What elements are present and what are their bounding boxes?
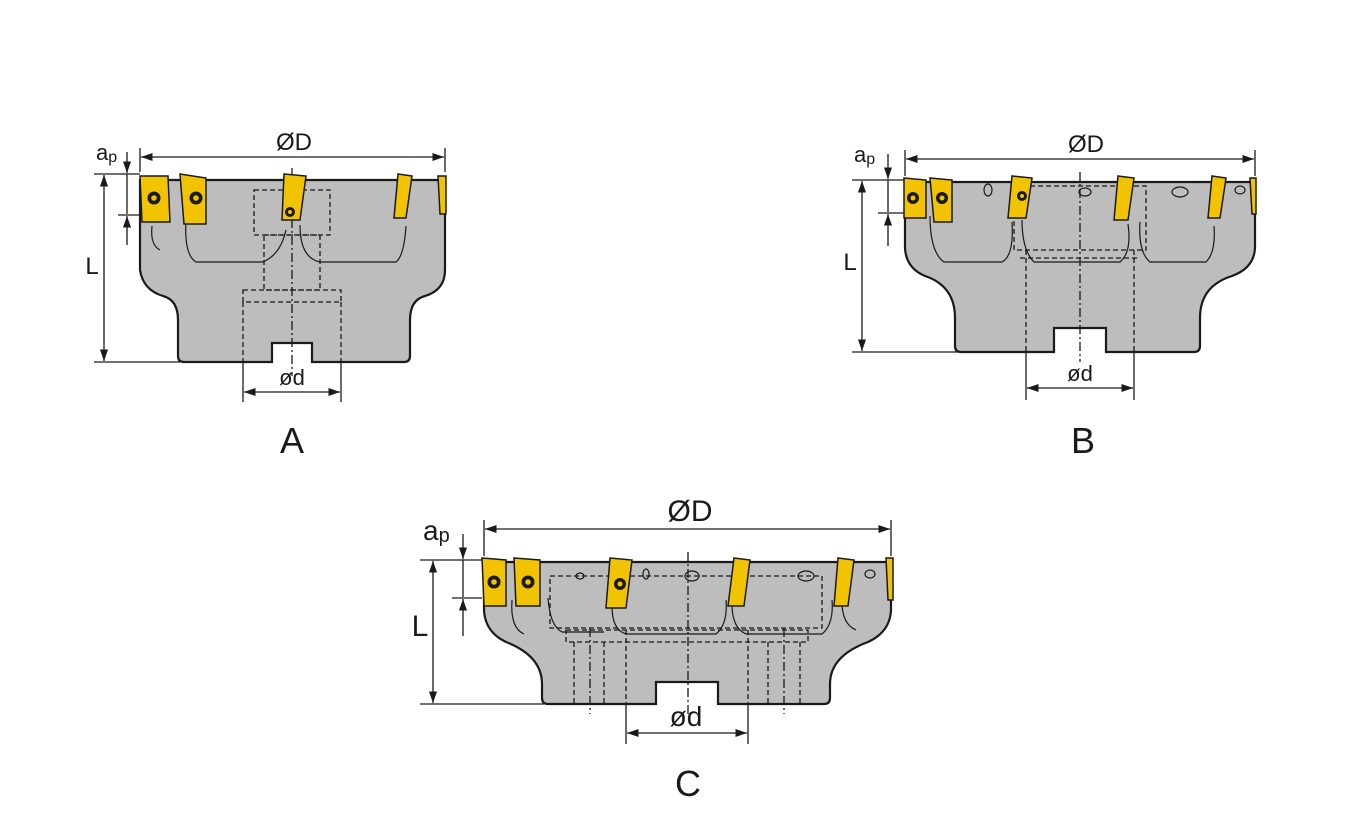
view-b-cutter-body xyxy=(903,180,1257,354)
view-c-depth-label: ap xyxy=(423,515,450,547)
view-a-flute xyxy=(151,225,161,251)
view-c-insert xyxy=(885,557,894,601)
view-b-caption: B xyxy=(1071,420,1095,461)
view-a: ØD L ap ød A xyxy=(85,129,447,461)
view-b-bore-label: ød xyxy=(1067,361,1093,386)
view-b-height-label: L xyxy=(843,249,856,276)
view-a-insert xyxy=(281,173,307,221)
view-b-flute xyxy=(929,215,1013,263)
view-c-coolant-hole xyxy=(864,569,876,579)
view-b-insert xyxy=(1007,175,1033,219)
view-b-coolant-hole xyxy=(983,183,993,197)
view-c-insert xyxy=(605,557,633,609)
view-a-flute xyxy=(185,219,287,263)
view-a-depth-label: ap xyxy=(96,140,117,166)
view-c-insert xyxy=(727,557,751,607)
view-c-insert xyxy=(481,557,507,607)
view-a-insert xyxy=(139,175,171,223)
view-c-caption: C xyxy=(675,763,701,804)
view-a-flute xyxy=(299,224,407,263)
view-c-insert xyxy=(833,557,855,607)
view-c-diameter-label: ØD xyxy=(668,495,713,528)
view-c-flute xyxy=(547,597,604,633)
view-b-insert xyxy=(1113,175,1135,221)
view-c: ØD L ap ød C xyxy=(412,495,894,804)
view-a-insert xyxy=(437,175,447,215)
view-a-insert xyxy=(393,173,413,219)
view-b-insert xyxy=(903,177,927,219)
view-a-caption: A xyxy=(280,420,304,461)
view-b-coolant-hole xyxy=(1171,186,1189,198)
view-c-flute xyxy=(611,599,727,635)
view-a-diameter-label: ØD xyxy=(276,129,312,156)
view-b-insert xyxy=(1249,177,1257,215)
view-a-insert xyxy=(179,173,207,225)
view-c-coolant-hole xyxy=(642,568,650,580)
view-c-flute xyxy=(511,599,525,635)
view-c-height-label: L xyxy=(412,610,429,643)
view-c-hidden-arbor xyxy=(549,575,823,629)
view-b: ØD L ap ød B xyxy=(843,131,1257,461)
view-a-bore-label: ød xyxy=(279,365,305,390)
view-a-height-label: L xyxy=(85,253,98,280)
view-b-insert xyxy=(1207,175,1227,219)
view-b-coolant-hole xyxy=(1234,185,1246,195)
view-b-flute xyxy=(1139,221,1215,263)
view-a-hidden-arbor xyxy=(253,189,331,236)
view-c-insert xyxy=(513,557,541,607)
view-b-diameter-label: ØD xyxy=(1068,131,1104,158)
view-c-hidden-bore xyxy=(565,629,809,643)
view-c-bore-label: ød xyxy=(670,701,703,732)
view-b-insert xyxy=(929,177,953,223)
view-b-flute xyxy=(1021,219,1130,263)
view-b-coolant-hole xyxy=(1078,187,1092,197)
view-b-depth-label: ap xyxy=(854,142,875,168)
